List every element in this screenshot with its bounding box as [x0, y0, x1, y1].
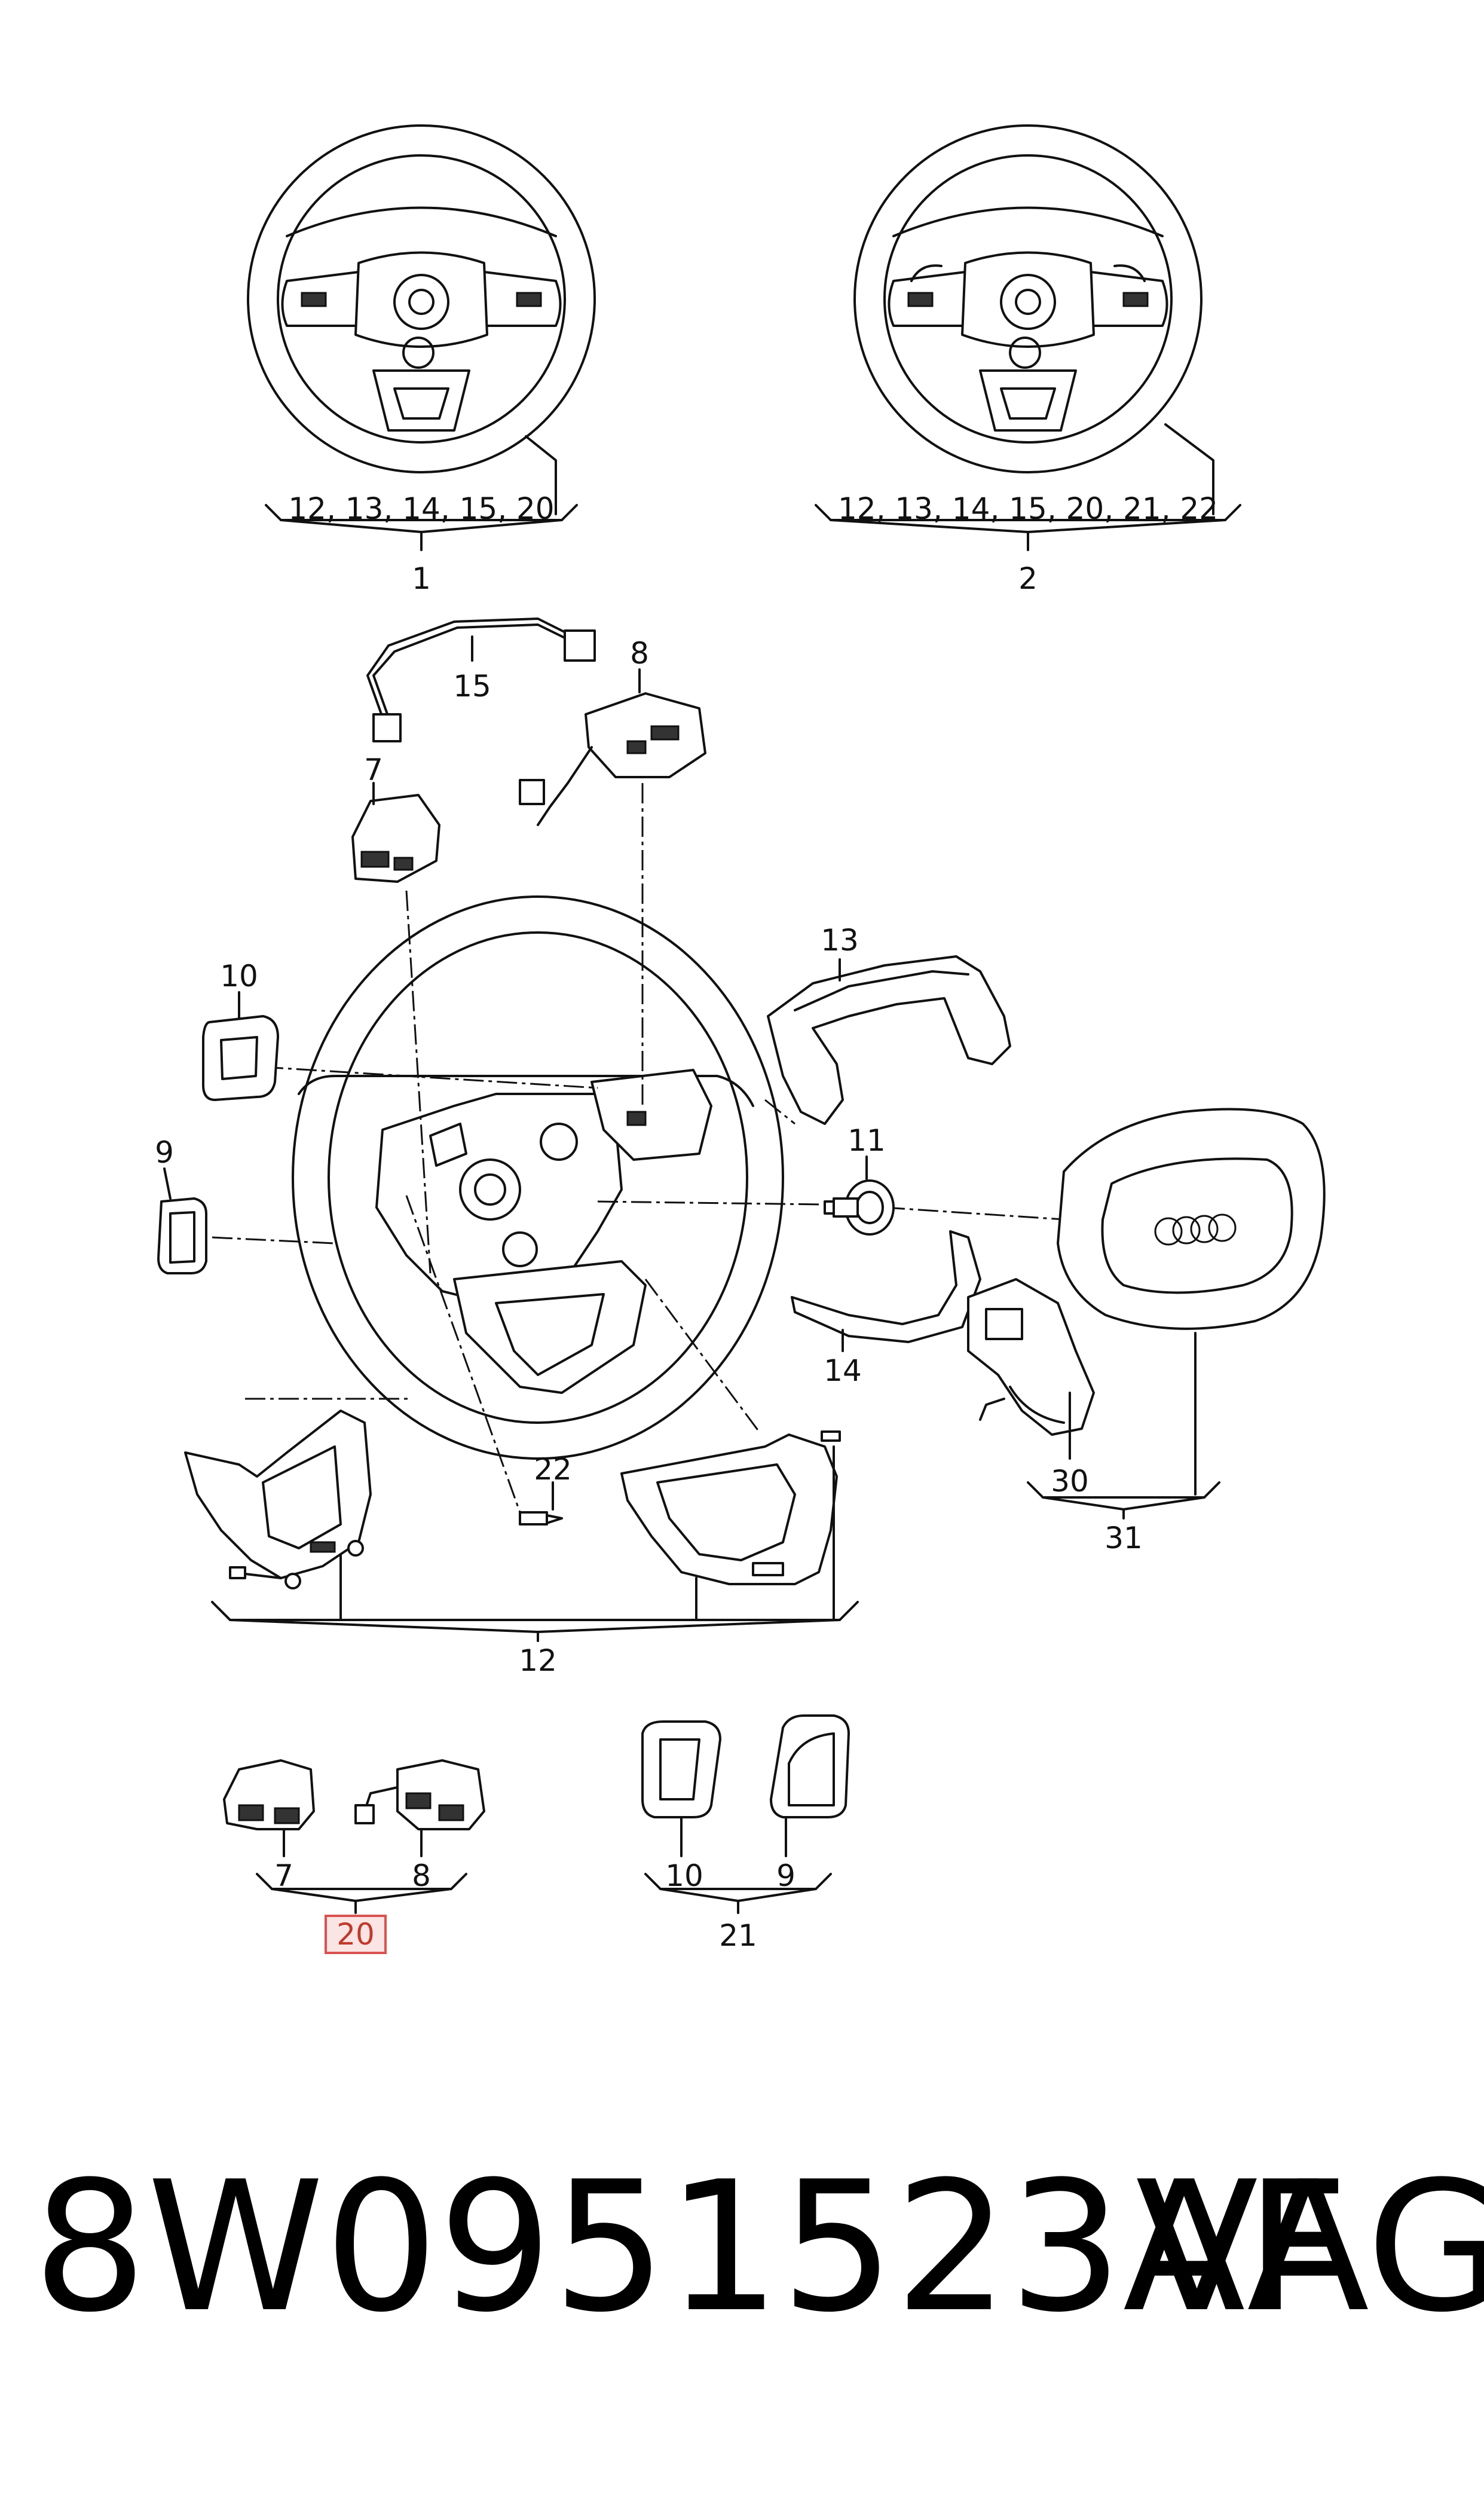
assembly-2-bracket: [815, 504, 1241, 551]
wiring-harness-part-15: [366, 617, 596, 742]
paddle-part-9: [157, 1167, 207, 1274]
group-20-label[interactable]: 20: [336, 1917, 375, 1952]
callout-14: 14: [824, 1353, 862, 1388]
trim-strip-part-14: [791, 1230, 981, 1352]
assembly-2-ref-label: 2: [1018, 561, 1038, 596]
switch-module-part-7: [351, 782, 440, 883]
lower-left-trim-part-12: [184, 1410, 372, 1589]
steering-wheel-assembly-1: [247, 124, 596, 515]
group-20-label-a: 7: [274, 1858, 293, 1893]
assembly-guide-lines: [212, 783, 1064, 1513]
callout-13: 13: [821, 923, 859, 958]
bolt-part-11: [824, 1155, 895, 1236]
paddle-9-lower: [770, 1714, 850, 1857]
group-21-label-a: 10: [665, 1858, 703, 1893]
callout-22: 22: [534, 1452, 572, 1487]
brand-text: VAG: [1136, 2143, 1484, 2352]
part-number-text: 8W0951523AF: [33, 2143, 1349, 2352]
clock-spring-part-30: [967, 1278, 1095, 1460]
group-20-highlight[interactable]: 20: [325, 1915, 387, 1954]
airbag-module: [1057, 1108, 1326, 1496]
group-20-label-b: 8: [412, 1858, 431, 1893]
audi-rings-logo-icon: [1154, 1213, 1237, 1246]
paddle-part-10: [202, 991, 279, 1101]
assembly-1-ref-label: 1: [412, 561, 431, 596]
main-steering-wheel: [292, 895, 784, 1460]
assembly-1-bracket: [265, 504, 578, 551]
screw-part-22: [519, 1481, 563, 1526]
assembly-1-components-label: 12, 13, 14, 15, 20: [288, 491, 554, 526]
callout-8: 8: [630, 636, 649, 671]
group-21-label-b: 9: [776, 1858, 795, 1893]
group-21-bracket: [644, 1873, 832, 1914]
paddle-10-lower: [641, 1720, 721, 1857]
group-21-label: 21: [719, 1918, 757, 1953]
switch-8-lower: [354, 1759, 485, 1857]
callout-30: 30: [1051, 1464, 1089, 1499]
group-20-bracket: [256, 1873, 467, 1914]
callout-9: 9: [155, 1135, 174, 1170]
callout-11: 11: [847, 1123, 886, 1158]
switch-7-lower: [223, 1759, 315, 1857]
callout-7: 7: [364, 753, 383, 787]
callout-12: 12: [519, 1643, 557, 1678]
callout-10: 10: [220, 959, 258, 993]
trim-strip-part-13: [767, 955, 1011, 1125]
callout-15: 15: [453, 669, 491, 704]
lower-spoke-cover: [620, 1430, 841, 1585]
switch-module-part-8: [519, 668, 706, 826]
group-31-bracket: [1027, 1481, 1220, 1520]
callout-31: 31: [1104, 1521, 1143, 1555]
steering-wheel-assembly-2: [853, 124, 1214, 515]
group-12-bracket: [211, 1445, 859, 1642]
assembly-2-components-label: 12, 13, 14, 15, 20, 21, 22: [838, 491, 1218, 526]
